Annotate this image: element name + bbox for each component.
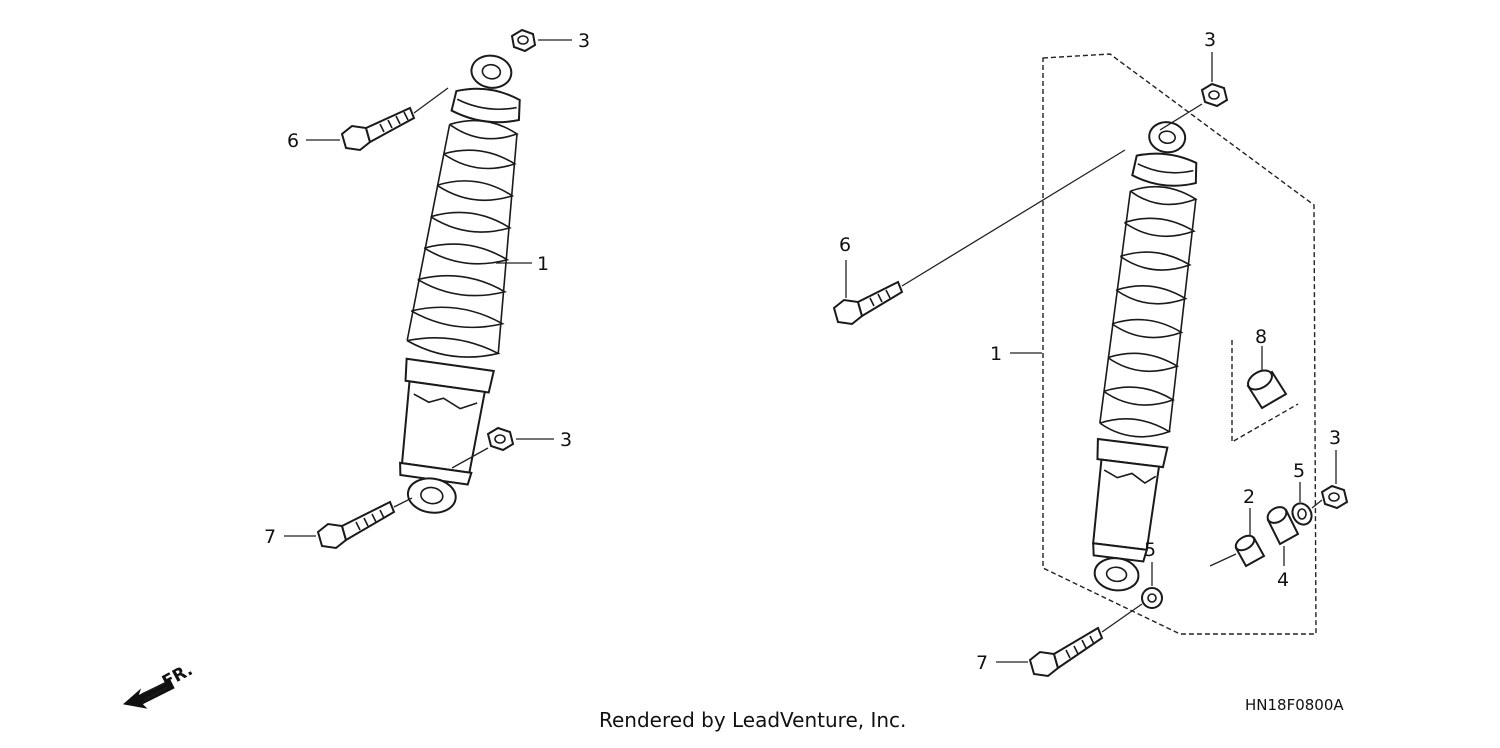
left-bottom-nut	[451, 426, 515, 469]
callout-right-bush: 4	[1277, 569, 1289, 591]
callout-right-bolt-bottom: 7	[976, 652, 988, 674]
callout-right-washer-upper: 5	[1293, 460, 1305, 482]
right-shock-assembly	[1092, 121, 1198, 592]
right-assembly-frame	[1042, 53, 1317, 635]
left-shock-assembly	[399, 54, 521, 514]
callout-left-bolt-top: 6	[287, 130, 299, 152]
callout-left-shock: 1	[537, 253, 549, 275]
left-top-nut	[510, 28, 537, 53]
right-collar	[1234, 534, 1266, 568]
right-top-bolt	[832, 149, 1126, 326]
callout-right-bolt-top: 6	[839, 234, 851, 256]
left-spring	[406, 119, 519, 358]
right-washer-lower	[1141, 587, 1163, 609]
right-bottom-bolt	[1028, 603, 1143, 678]
left-bottom-bolt	[316, 497, 413, 550]
callout-right-collar: 2	[1243, 486, 1255, 508]
callout-right-washer-lower: 5	[1144, 539, 1156, 561]
render-credit: Rendered by LeadVenture, Inc.	[599, 708, 907, 732]
bushing-bracket	[1231, 340, 1299, 444]
callout-right-bushing: 8	[1255, 326, 1267, 348]
callout-right-shock: 1	[990, 343, 1002, 365]
callout-left-bolt-bottom: 7	[264, 526, 276, 548]
left-top-bolt	[340, 87, 449, 152]
right-side-nut	[1320, 484, 1349, 510]
right-top-nut	[1159, 82, 1229, 131]
callout-right-nut: 3	[1329, 427, 1341, 449]
right-bush	[1266, 506, 1300, 546]
callout-left-bottom-nut: 3	[560, 429, 572, 451]
callout-right-top-nut: 3	[1204, 29, 1216, 51]
callout-left-top-nut: 3	[578, 30, 590, 52]
right-bushing	[1246, 369, 1288, 410]
right-spring	[1099, 185, 1198, 438]
right-washer-upper	[1291, 502, 1313, 526]
diagram-code: HN18F0800A	[1245, 696, 1344, 714]
front-direction-arrow: FR.	[122, 660, 196, 709]
